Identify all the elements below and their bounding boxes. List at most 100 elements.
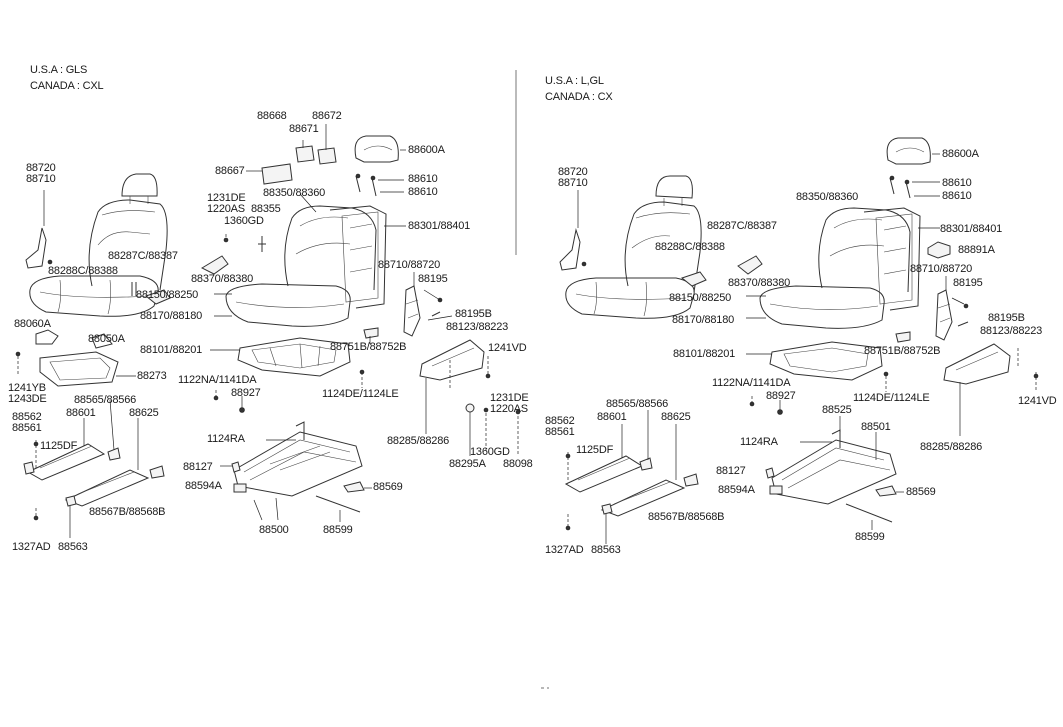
part-label[interactable]: 88668 <box>257 110 287 122</box>
part-label[interactable]: 1241YB <box>8 382 46 394</box>
part-label[interactable]: 88350/88360 <box>263 187 326 199</box>
part-label[interactable]: 88751B/88752B <box>330 341 407 353</box>
part-label[interactable]: 88127 <box>716 465 746 477</box>
part-label[interactable]: 88565/88566 <box>74 394 137 406</box>
part-label[interactable]: 88600A <box>942 148 979 160</box>
part-label[interactable]: 1327AD <box>545 544 584 556</box>
part-label[interactable]: 1243DE <box>8 393 47 405</box>
part-label[interactable]: 88301/88401 <box>940 223 1003 235</box>
part-label[interactable]: 1220AS <box>207 203 245 215</box>
part-label[interactable]: 88195B <box>988 312 1025 324</box>
part-label[interactable]: 88050A <box>88 333 125 345</box>
part-label[interactable]: 88599 <box>323 524 353 536</box>
part-label[interactable]: 88671 <box>289 123 319 135</box>
part-label[interactable]: 1220AS <box>490 403 528 415</box>
part-label[interactable]: 88350/88360 <box>796 191 859 203</box>
part-label[interactable]: 88567B/88568B <box>89 506 166 518</box>
part-label[interactable]: 88287C/88387 <box>108 250 178 262</box>
part-label[interactable]: 88195 <box>953 277 983 289</box>
part-label[interactable]: 88667 <box>215 165 245 177</box>
part-label[interactable]: 88295A <box>449 458 486 470</box>
part-label[interactable]: 88710 <box>558 177 588 189</box>
part-label[interactable]: 88594A <box>718 484 755 496</box>
part-label[interactable]: 88101/88201 <box>140 344 203 356</box>
part-label[interactable]: 1124RA <box>207 433 245 445</box>
left-model-canada: CANADA : CXL <box>30 80 104 92</box>
part-label[interactable]: 1125DF <box>576 444 614 456</box>
part-label[interactable]: 88720 <box>26 162 56 174</box>
part-label[interactable]: 88569 <box>906 486 936 498</box>
part-label[interactable]: 88123/88223 <box>446 321 509 333</box>
part-label[interactable]: 88561 <box>12 422 42 434</box>
part-label[interactable]: 88562 <box>545 415 575 427</box>
part-label[interactable]: 88500 <box>259 524 289 536</box>
part-label[interactable]: 88610 <box>408 186 438 198</box>
part-label[interactable]: 88710/88720 <box>910 263 973 275</box>
part-label[interactable]: 88610 <box>942 177 972 189</box>
part-label[interactable]: 88601 <box>66 407 96 419</box>
part-label[interactable]: 1122NA/1141DA <box>712 377 791 389</box>
part-label[interactable]: 88599 <box>855 531 885 543</box>
part-label[interactable]: 88625 <box>661 411 691 423</box>
part-label[interactable]: 1231DE <box>207 192 246 204</box>
part-label[interactable]: 88927 <box>766 390 796 402</box>
part-label[interactable]: 88569 <box>373 481 403 493</box>
part-label[interactable]: 88891A <box>958 244 995 256</box>
part-label[interactable]: 88150/88250 <box>136 289 199 301</box>
part-label[interactable]: 88195 <box>418 273 448 285</box>
part-label[interactable]: 1360GD <box>224 215 264 227</box>
part-label[interactable]: 88927 <box>231 387 261 399</box>
part-label[interactable]: 88170/88180 <box>140 310 203 322</box>
part-label[interactable]: 88301/88401 <box>408 220 471 232</box>
part-label[interactable]: 88288C/88388 <box>48 265 118 277</box>
part-label[interactable]: 88355 <box>251 203 281 215</box>
right-model-canada: CANADA : CX <box>545 91 613 103</box>
part-label[interactable]: 88563 <box>58 541 88 553</box>
part-label[interactable]: 88625 <box>129 407 159 419</box>
part-label[interactable]: 88127 <box>183 461 213 473</box>
part-label[interactable]: 88610 <box>942 190 972 202</box>
left-exploded-seat <box>15 124 521 538</box>
part-label[interactable]: 88150/88250 <box>669 292 732 304</box>
part-label[interactable]: 88710 <box>26 173 56 185</box>
part-label[interactable]: 88610 <box>408 173 438 185</box>
part-label[interactable]: 88123/88223 <box>980 325 1043 337</box>
part-label[interactable]: 88600A <box>408 144 445 156</box>
part-label[interactable]: 1124DE/1124LE <box>853 392 930 404</box>
part-label[interactable]: 88567B/88568B <box>648 511 725 523</box>
part-label[interactable]: 88287C/88387 <box>707 220 777 232</box>
part-label[interactable]: 1122NA/1141DA <box>178 374 257 386</box>
part-label[interactable]: 1124RA <box>740 436 778 448</box>
part-label[interactable]: 88561 <box>545 426 575 438</box>
part-label[interactable]: 88525 <box>822 404 852 416</box>
part-label[interactable]: 88273 <box>137 370 167 382</box>
part-label[interactable]: 1241VD <box>488 342 527 354</box>
part-label[interactable]: 88720 <box>558 166 588 178</box>
part-label[interactable]: 88170/88180 <box>672 314 735 326</box>
part-label[interactable]: 1124DE/1124LE <box>322 388 399 400</box>
part-label[interactable]: 88601 <box>597 411 627 423</box>
part-label[interactable]: 88101/88201 <box>673 348 736 360</box>
part-label[interactable]: 88060A <box>14 318 51 330</box>
part-label[interactable]: 88594A <box>185 480 222 492</box>
part-label[interactable]: 1241VD <box>1018 395 1057 407</box>
part-label[interactable]: 88562 <box>12 411 42 423</box>
part-label[interactable]: 88565/88566 <box>606 398 669 410</box>
part-label[interactable]: 88563 <box>591 544 621 556</box>
part-label[interactable]: 88098 <box>503 458 533 470</box>
part-label[interactable]: 88288C/88388 <box>655 241 725 253</box>
part-label[interactable]: 88285/88286 <box>387 435 450 447</box>
part-label[interactable]: 88710/88720 <box>378 259 441 271</box>
part-label[interactable]: 88370/88380 <box>728 277 791 289</box>
part-label[interactable]: 88672 <box>312 110 342 122</box>
part-label[interactable]: 1360GD <box>470 446 510 458</box>
part-label[interactable]: 88285/88286 <box>920 441 983 453</box>
part-label[interactable]: 88195B <box>455 308 492 320</box>
part-label[interactable]: 88501 <box>861 421 891 433</box>
part-label[interactable]: 1125DF <box>40 440 78 452</box>
part-label[interactable]: 1231DE <box>490 392 529 404</box>
part-label[interactable]: 88370/88380 <box>191 273 254 285</box>
part-label[interactable]: 88751B/88752B <box>864 345 941 357</box>
part-label[interactable]: 1327AD <box>12 541 51 553</box>
